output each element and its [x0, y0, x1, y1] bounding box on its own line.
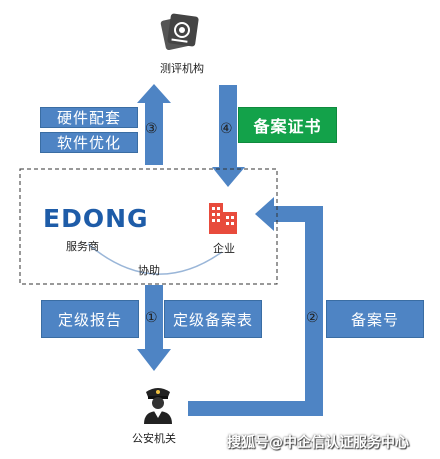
arrow-down-to-police	[137, 285, 171, 371]
certificate-stamp-icon	[160, 13, 199, 51]
certificate-box: 备案证书	[238, 107, 337, 143]
service-provider-label: 服务商	[66, 240, 99, 253]
police-node	[140, 384, 176, 424]
record-number-box: 备案号	[326, 300, 424, 338]
evaluator-label: 测评机构	[160, 62, 204, 75]
collaboration-frame	[19, 168, 278, 285]
assist-label: 协助	[138, 264, 160, 277]
hardware-box: 硬件配套	[40, 107, 138, 128]
police-officer-icon	[144, 388, 172, 424]
grading-report-box: 定级报告	[41, 300, 139, 338]
step-one-marker: ①	[145, 310, 158, 326]
enterprise-node	[207, 200, 239, 234]
building-icon	[209, 203, 237, 234]
watermark: 搜狐号@中企信认证服务中心	[227, 435, 409, 451]
assist-curve	[87, 243, 223, 275]
step-three-marker: ③	[145, 121, 158, 137]
arrow-up-to-evaluator	[137, 84, 171, 165]
police-label: 公安机关	[132, 432, 176, 445]
arrow-down-to-enterprise	[212, 85, 245, 187]
edong-logo: EDONG	[43, 204, 149, 233]
evaluator-node	[160, 12, 200, 52]
arrow-police-to-enterprise	[188, 197, 323, 416]
enterprise-label: 企业	[213, 242, 235, 255]
step-two-marker: ②	[306, 310, 319, 326]
grading-form-box: 定级备案表	[164, 300, 262, 338]
software-box: 软件优化	[40, 132, 138, 153]
step-four-marker: ④	[220, 121, 233, 137]
